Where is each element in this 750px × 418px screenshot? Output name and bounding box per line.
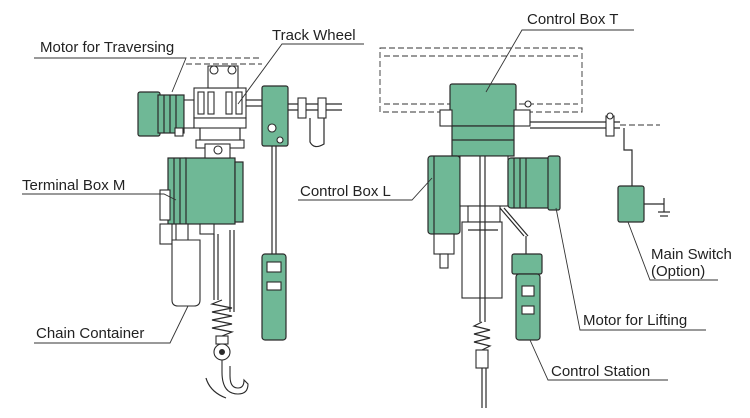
leader-lines bbox=[22, 29, 718, 381]
label-control-box-l: Control Box L bbox=[300, 183, 391, 200]
hook-assembly bbox=[205, 299, 249, 399]
main-switch bbox=[617, 128, 670, 223]
label-motor-lifting: Motor for Lifting bbox=[583, 312, 687, 329]
label-track-wheel: Track Wheel bbox=[272, 27, 356, 44]
label-motor-traversing: Motor for Traversing bbox=[40, 39, 174, 56]
label-chain-container: Chain Container bbox=[36, 325, 144, 342]
label-terminal-box-m: Terminal Box M bbox=[22, 177, 125, 194]
cable-trolley-left bbox=[288, 97, 342, 148]
hoist-body-left bbox=[159, 143, 244, 245]
label-control-box-t: Control Box T bbox=[527, 11, 618, 28]
label-main-switch-option: (Option) bbox=[651, 263, 705, 280]
track-wheel-assembly bbox=[193, 65, 247, 149]
load-chain-left bbox=[213, 230, 235, 312]
hoist-body-right bbox=[459, 155, 509, 299]
traversing-motor bbox=[137, 91, 195, 137]
control-box-t bbox=[439, 83, 532, 157]
chain-container bbox=[171, 239, 201, 307]
label-main-switch: Main Switch bbox=[651, 246, 732, 263]
load-chain-right bbox=[472, 156, 492, 408]
lifting-motor bbox=[507, 155, 561, 211]
control-station-right bbox=[511, 253, 543, 341]
pendant-left bbox=[261, 85, 289, 341]
left-hoist bbox=[137, 57, 342, 399]
label-control-station: Control Station bbox=[551, 363, 650, 380]
right-hoist bbox=[379, 47, 670, 408]
control-box-l bbox=[427, 155, 461, 269]
